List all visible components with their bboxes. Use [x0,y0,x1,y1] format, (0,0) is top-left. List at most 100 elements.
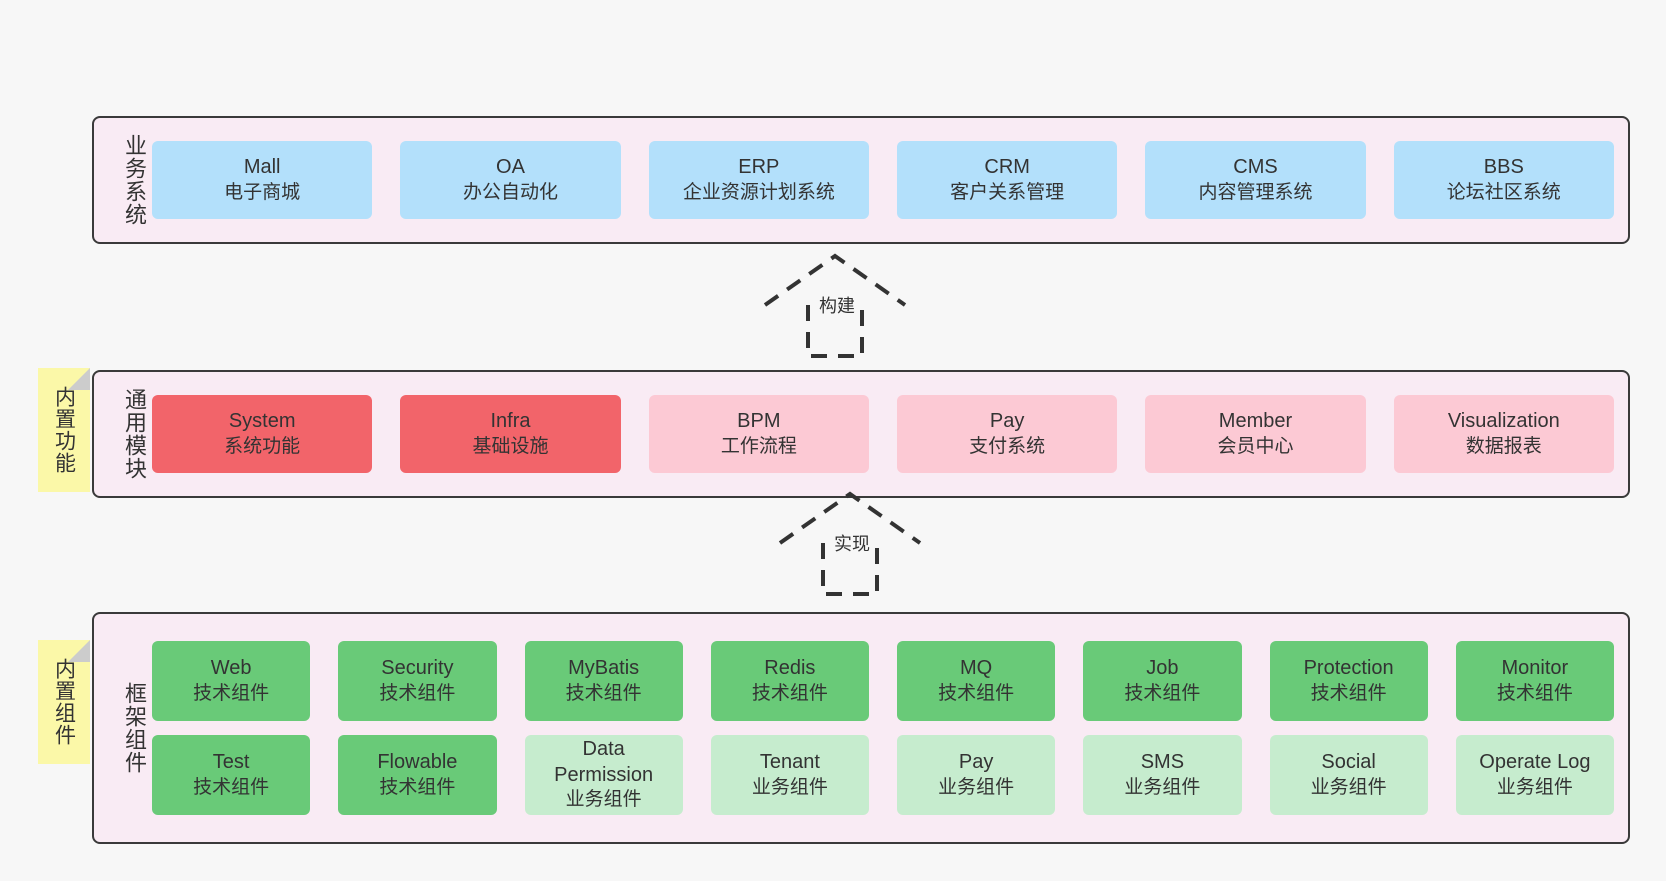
note-builtin-function: 内置功能 [38,368,90,492]
framework-card-operate-log[interactable]: Operate Log 业务组件 [1455,735,1614,815]
business-card-crm[interactable]: CRM 客户关系管理 [896,141,1118,219]
connector-build-label: 构建 [817,292,857,318]
card-name: Tenant [759,751,820,774]
common-card-pay[interactable]: Pay 支付系统 [896,395,1118,473]
card-name: Visualization [1447,410,1560,433]
card-desc: 业务组件 [1310,776,1387,798]
card-desc: 技术组件 [1124,682,1201,704]
business-card-mall[interactable]: Mall 电子商城 [152,141,373,219]
card-name: MyBatis [568,657,640,680]
framework-card-test[interactable]: Test 技术组件 [152,735,311,815]
business-card-row: Mall 电子商城 OA 办公自动化 ERP 企业资源计划系统 CRM 客户关系… [152,141,1614,219]
common-card-bpm[interactable]: BPM 工作流程 [648,395,869,473]
framework-card-tenant[interactable]: Tenant 业务组件 [710,735,869,815]
dashed-realization-arrow-icon [763,253,907,358]
card-name: CRM [984,156,1030,179]
card-desc: 系统功能 [224,435,301,457]
framework-card-job[interactable]: Job 技术组件 [1083,641,1242,721]
card-desc: 办公自动化 [462,181,558,203]
framework-card-pay[interactable]: Pay 业务组件 [897,735,1056,815]
card-desc: 技术组件 [938,682,1015,704]
framework-card-data-permission[interactable]: Data Permission 业务组件 [524,735,683,815]
card-desc: 工作流程 [720,435,797,457]
framework-card-security[interactable]: Security 技术组件 [338,641,497,721]
business-system-layer: 业务系统 Mall 电子商城 OA 办公自动化 ERP 企业资源计划系统 CRM… [92,116,1630,244]
card-name: Data Permission [554,738,654,786]
common-module-layer: 通用模块 System 系统功能 Infra 基础设施 BPM 工作流程 Pay… [92,370,1630,498]
card-name: Social [1321,751,1376,774]
note-label: 内置组件 [52,658,76,746]
card-name: Security [381,657,454,680]
card-name: Redis [764,657,816,680]
framework-card-sms[interactable]: SMS 业务组件 [1083,735,1242,815]
card-name: CMS [1233,156,1278,179]
connector-implement-label: 实现 [832,530,872,556]
framework-card-row-tech: Web 技术组件 Security 技术组件 MyBatis 技术组件 Redi… [152,641,1614,721]
card-desc: 业务组件 [751,776,828,798]
card-name: OA [496,156,525,179]
card-desc: 内容管理系统 [1198,181,1313,203]
dashed-realization-arrow-icon [778,491,922,596]
common-card-row: System 系统功能 Infra 基础设施 BPM 工作流程 Pay 支付系统… [152,395,1614,473]
card-desc: 电子商城 [224,181,301,203]
connector-build: 构建 [755,250,925,362]
card-name: Flowable [377,751,458,774]
card-name: MQ [960,657,993,680]
card-name: Job [1146,657,1179,680]
card-desc: 支付系统 [969,435,1046,457]
card-desc: 技术组件 [1310,682,1387,704]
card-name: Protection [1303,657,1394,680]
card-desc: 业务组件 [938,776,1015,798]
card-desc: 业务组件 [565,789,642,811]
business-card-cms[interactable]: CMS 内容管理系统 [1145,141,1366,219]
note-label: 内置功能 [52,386,76,474]
card-name: Test [212,751,250,774]
framework-card-flowable[interactable]: Flowable 技术组件 [338,735,497,815]
business-card-oa[interactable]: OA 办公自动化 [400,141,621,219]
card-desc: 论坛社区系统 [1446,181,1561,203]
card-name: System [228,410,296,433]
framework-card-row-business: Test 技术组件 Flowable 技术组件 Data Permission … [152,735,1614,815]
framework-card-mybatis[interactable]: MyBatis 技术组件 [524,641,683,721]
card-name: ERP [738,156,780,179]
card-name: Infra [490,410,531,433]
business-layer-body: Mall 电子商城 OA 办公自动化 ERP 企业资源计划系统 CRM 客户关系… [146,141,1628,219]
card-name: Pay [958,751,994,774]
card-name: SMS [1140,751,1185,774]
card-desc: 技术组件 [379,682,456,704]
common-card-infra[interactable]: Infra 基础设施 [400,395,621,473]
common-card-system[interactable]: System 系统功能 [152,395,373,473]
card-desc: 技术组件 [1496,682,1573,704]
common-layer-body: System 系统功能 Infra 基础设施 BPM 工作流程 Pay 支付系统… [146,395,1628,473]
card-desc: 业务组件 [1124,776,1201,798]
business-layer-title: 业务系统 [122,134,147,226]
framework-card-web[interactable]: Web 技术组件 [152,641,311,721]
card-desc: 基础设施 [472,435,549,457]
framework-layer-body: Web 技术组件 Security 技术组件 MyBatis 技术组件 Redi… [146,641,1628,815]
card-desc: 企业资源计划系统 [682,181,835,203]
card-desc: 会员中心 [1217,435,1294,457]
connector-implement: 实现 [770,488,940,600]
card-desc: 技术组件 [751,682,828,704]
card-desc: 客户关系管理 [950,181,1065,203]
card-desc: 数据报表 [1465,435,1542,457]
card-name: Pay [989,410,1025,433]
framework-card-protection[interactable]: Protection 技术组件 [1269,641,1428,721]
card-desc: 技术组件 [193,682,270,704]
common-card-member[interactable]: Member 会员中心 [1145,395,1366,473]
card-desc: 技术组件 [565,682,642,704]
framework-card-social[interactable]: Social 业务组件 [1269,735,1428,815]
business-card-erp[interactable]: ERP 企业资源计划系统 [648,141,869,219]
card-name: Operate Log [1479,751,1591,774]
framework-card-mq[interactable]: MQ 技术组件 [897,641,1056,721]
card-name: BBS [1483,156,1524,179]
common-card-visualization[interactable]: Visualization 数据报表 [1393,395,1614,473]
framework-card-monitor[interactable]: Monitor 技术组件 [1455,641,1614,721]
card-name: Mall [243,156,281,179]
card-desc: 技术组件 [379,776,456,798]
common-layer-title: 通用模块 [122,388,147,480]
business-card-bbs[interactable]: BBS 论坛社区系统 [1393,141,1614,219]
card-name: Monitor [1501,657,1569,680]
framework-card-redis[interactable]: Redis 技术组件 [710,641,869,721]
note-builtin-component: 内置组件 [38,640,90,764]
